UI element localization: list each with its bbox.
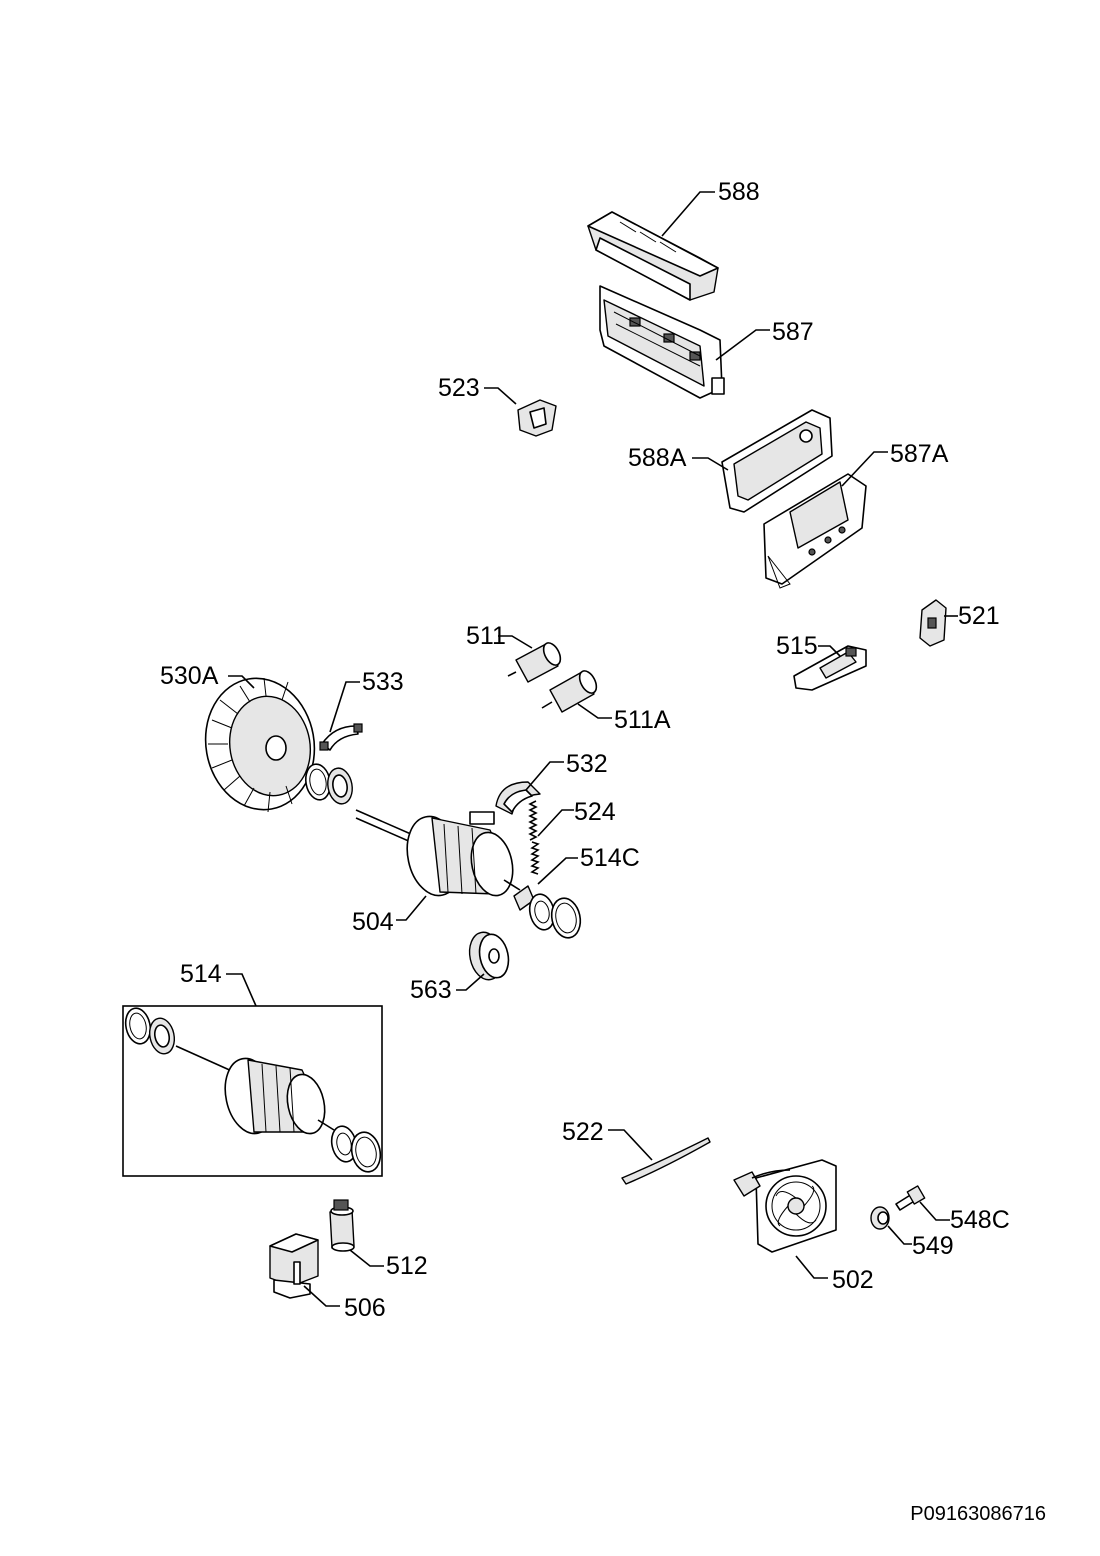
- leader-512: [349, 1249, 384, 1267]
- label-563: 563: [410, 976, 452, 1004]
- label-522: 522: [562, 1118, 604, 1146]
- part-524-spring[interactable]: [528, 800, 540, 875]
- label-533: 533: [362, 668, 404, 696]
- part-seal-ring-left[interactable]: [303, 762, 355, 806]
- leader-511a: [577, 703, 612, 719]
- label-502: 502: [832, 1266, 874, 1294]
- leader-511: [498, 635, 533, 649]
- label-514: 514: [180, 960, 222, 988]
- leader-514: [226, 973, 257, 1007]
- label-521: 521: [958, 602, 1000, 630]
- label-512: 512: [386, 1252, 428, 1280]
- part-587-control-module[interactable]: [599, 285, 725, 399]
- label-588: 588: [718, 178, 760, 206]
- label-511a: 511A: [614, 706, 671, 734]
- leader-548c: [919, 1201, 950, 1221]
- label-587a: 587A: [890, 440, 949, 468]
- part-514-kit-box[interactable]: [122, 1005, 383, 1177]
- part-563-pulley[interactable]: [465, 929, 512, 983]
- label-523: 523: [438, 374, 480, 402]
- diagram-code: P09163086716: [910, 1503, 1046, 1525]
- part-523-clip[interactable]: [517, 399, 557, 437]
- part-512-capacitor[interactable]: [329, 1199, 355, 1252]
- label-549: 549: [912, 1232, 954, 1260]
- part-504-motor[interactable]: [355, 809, 521, 901]
- leader-504: [396, 895, 427, 921]
- leader-515: [818, 645, 841, 657]
- label-532: 532: [566, 750, 608, 778]
- label-588a: 588A: [628, 444, 687, 472]
- part-588-cover[interactable]: [587, 211, 719, 301]
- part-548c-screw[interactable]: [895, 1185, 926, 1211]
- part-514c-bearings[interactable]: [513, 885, 584, 940]
- label-504: 504: [352, 908, 394, 936]
- part-533-clamp[interactable]: [319, 723, 363, 751]
- leader-587a: [841, 451, 888, 487]
- part-522-strip[interactable]: [621, 1137, 711, 1185]
- part-515-sensor[interactable]: [793, 645, 867, 691]
- leader-549: [887, 1225, 912, 1245]
- label-524: 524: [574, 798, 616, 826]
- leader-563: [456, 973, 485, 991]
- label-511: 511: [466, 622, 506, 650]
- leader-502: [795, 1255, 828, 1279]
- part-502-cooling-fan[interactable]: [733, 1159, 837, 1253]
- leader-524: [537, 809, 574, 837]
- part-506-pump[interactable]: [269, 1233, 319, 1299]
- leader-533: [329, 681, 360, 733]
- leader-588a: [692, 457, 729, 471]
- leader-514c: [537, 857, 578, 885]
- part-530a-fan-wheel[interactable]: [195, 670, 324, 819]
- part-521-switch[interactable]: [919, 599, 947, 647]
- part-588a-frame[interactable]: [721, 409, 833, 513]
- label-514c: 514C: [580, 844, 640, 872]
- part-532-bracket[interactable]: [495, 781, 541, 815]
- part-549-grommet[interactable]: [870, 1206, 890, 1230]
- leader-588: [661, 191, 715, 237]
- leader-530a: [228, 675, 255, 689]
- leader-506: [303, 1285, 340, 1307]
- label-515: 515: [776, 632, 818, 660]
- part-511a-capacitor[interactable]: [541, 668, 600, 713]
- label-530a: 530A: [160, 662, 219, 690]
- leader-522: [608, 1129, 653, 1161]
- label-506: 506: [344, 1294, 386, 1322]
- leader-523: [484, 387, 517, 405]
- part-511-capacitor[interactable]: [507, 640, 564, 683]
- part-514-motor-kit[interactable]: [123, 1006, 384, 1175]
- leader-532: [525, 761, 564, 791]
- leader-587: [715, 329, 770, 361]
- part-587a-pcb[interactable]: [763, 473, 867, 589]
- label-548c: 548C: [950, 1206, 1010, 1234]
- label-587: 587: [772, 318, 814, 346]
